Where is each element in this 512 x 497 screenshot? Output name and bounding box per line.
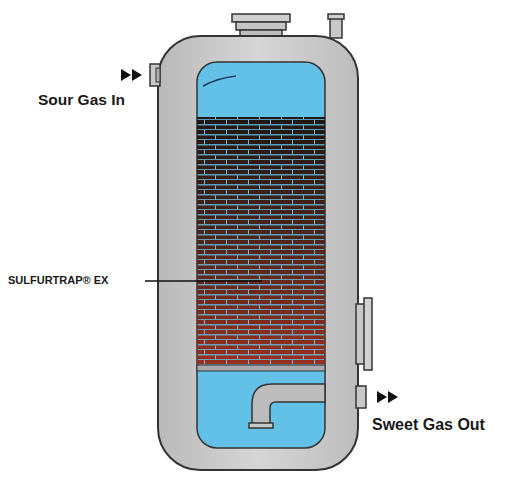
outlet-label: Sweet Gas Out (372, 417, 485, 433)
media-label: SULFURTRAP® EX (8, 275, 108, 286)
inlet-label: Sour Gas In (38, 92, 125, 108)
